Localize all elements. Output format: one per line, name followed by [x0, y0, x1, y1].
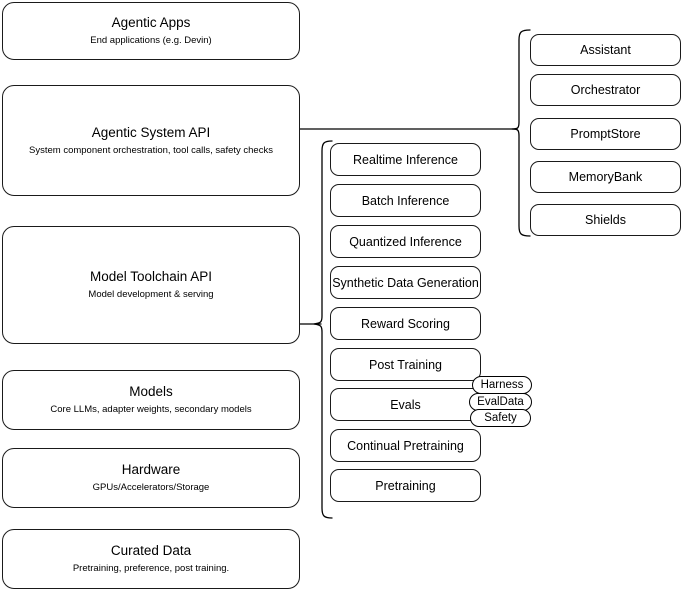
toolchain-item-quantized-inference[interactable]: Quantized Inference [330, 225, 481, 258]
toolchain-item-post-training[interactable]: Post Training [330, 348, 481, 381]
layer-subtitle: End applications (e.g. Devin) [90, 35, 212, 46]
layer-title: Curated Data [110, 543, 192, 558]
evals-tag-safety[interactable]: Safety [470, 409, 531, 427]
layer-box-agentic-apps[interactable]: Agentic Apps End applications (e.g. Devi… [2, 2, 300, 60]
toolchain-item-continual-pretraining[interactable]: Continual Pretraining [330, 429, 481, 462]
toolchain-item-label: Batch Inference [361, 193, 450, 208]
system-item-shields[interactable]: Shields [530, 204, 681, 236]
toolchain-item-evals[interactable]: Evals [330, 388, 481, 421]
system-item-promptstore[interactable]: PromptStore [530, 118, 681, 150]
layer-subtitle: Core LLMs, adapter weights, secondary mo… [50, 404, 252, 415]
system-item-label: MemoryBank [568, 170, 643, 184]
toolchain-item-label: Post Training [369, 357, 442, 372]
layer-title: Hardware [121, 462, 181, 477]
toolchain-item-label: Realtime Inference [353, 152, 458, 167]
system-item-label: Shields [585, 213, 626, 227]
layer-subtitle: Pretraining, preference, post training. [72, 563, 230, 574]
toolchain-item-label: Evals [390, 397, 421, 412]
toolchain-item-synthetic-data-generation[interactable]: Synthetic Data Generation [330, 266, 481, 299]
layer-box-agentic-system-api[interactable]: Agentic System API System component orch… [2, 85, 300, 196]
layer-subtitle: GPUs/Accelerators/Storage [92, 482, 210, 493]
evals-tag-harness[interactable]: Harness [472, 376, 532, 394]
layer-box-curated-data[interactable]: Curated Data Pretraining, preference, po… [2, 529, 300, 589]
system-item-memorybank[interactable]: MemoryBank [530, 161, 681, 193]
toolchain-item-realtime-inference[interactable]: Realtime Inference [330, 143, 481, 176]
layer-title: Models [129, 384, 173, 399]
layer-title: Agentic Apps [111, 15, 191, 30]
layer-box-hardware[interactable]: Hardware GPUs/Accelerators/Storage [2, 448, 300, 508]
system-item-label: PromptStore [570, 127, 641, 141]
layer-box-model-toolchain-api[interactable]: Model Toolchain API Model development & … [2, 226, 300, 344]
system-item-orchestrator[interactable]: Orchestrator [530, 74, 681, 106]
layer-subtitle: System component orchestration, tool cal… [29, 144, 273, 156]
toolchain-item-label: Pretraining [375, 478, 436, 493]
brace-agentic-system [511, 29, 531, 237]
toolchain-item-reward-scoring[interactable]: Reward Scoring [330, 307, 481, 340]
toolchain-item-label: Quantized Inference [349, 234, 462, 249]
system-item-label: Orchestrator [570, 83, 641, 97]
layer-box-models[interactable]: Models Core LLMs, adapter weights, secon… [2, 370, 300, 430]
toolchain-item-label: Continual Pretraining [347, 438, 464, 453]
toolchain-item-label: Reward Scoring [361, 316, 450, 331]
toolchain-item-batch-inference[interactable]: Batch Inference [330, 184, 481, 217]
layer-title: Model Toolchain API [89, 269, 213, 284]
toolchain-item-pretraining[interactable]: Pretraining [330, 469, 481, 502]
layer-subtitle: Model development & serving [88, 289, 214, 300]
toolchain-item-label: Synthetic Data Generation [332, 275, 479, 290]
system-item-assistant[interactable]: Assistant [530, 34, 681, 66]
layer-title: Agentic System API [91, 124, 211, 140]
system-item-label: Assistant [580, 43, 631, 57]
